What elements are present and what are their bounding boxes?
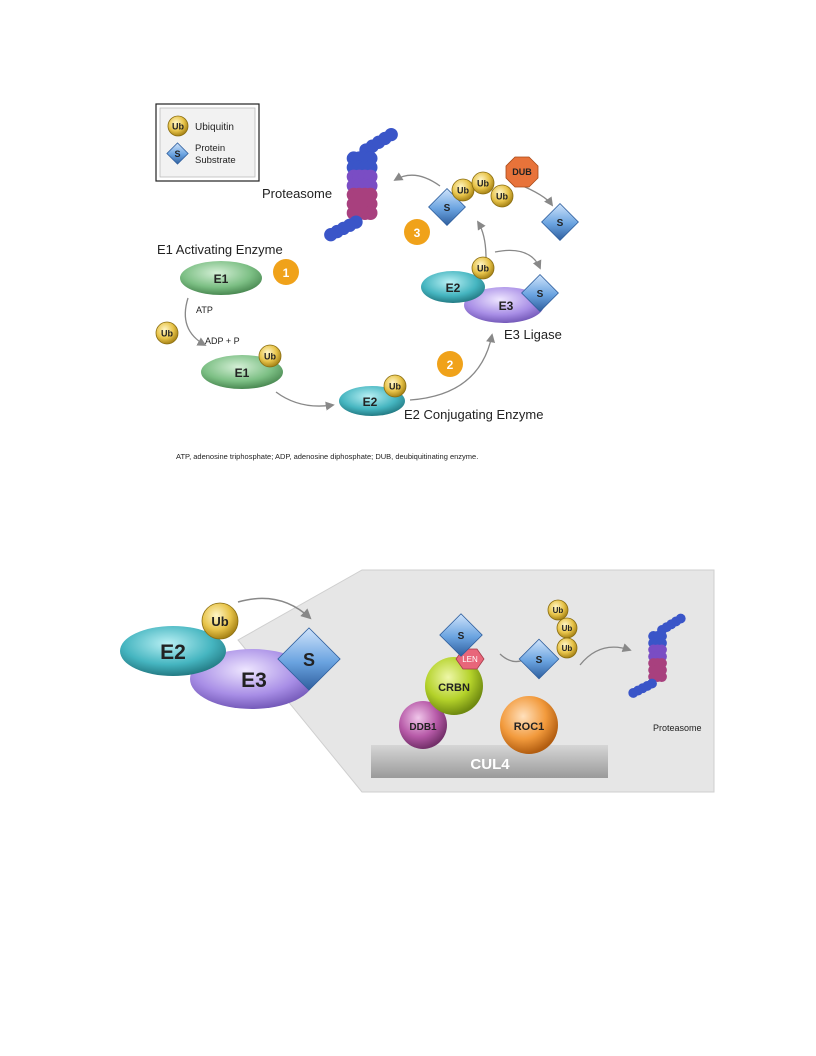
proteasome-subunit (324, 228, 338, 242)
svg-text:E1: E1 (235, 366, 250, 380)
svg-text:1: 1 (283, 266, 290, 280)
proteasome-subunit (384, 127, 398, 142)
step-2-badge: 2 (437, 351, 463, 377)
proteasome-arrow (579, 643, 632, 666)
svg-text:S: S (303, 650, 315, 670)
proteasome-bottom (628, 613, 686, 698)
proteasome-subunit (363, 206, 378, 220)
svg-text:Ub: Ub (477, 179, 489, 189)
roc1-protein: ROC1 (500, 696, 558, 754)
crbn-protein: CRBN (425, 657, 483, 715)
proteasome-bottom-label: Proteasome (653, 723, 702, 733)
svg-text:Ub: Ub (477, 264, 489, 274)
svg-text:DDB1: DDB1 (409, 722, 437, 733)
ubiquitinated-substrate: S Ub Ub Ub (428, 171, 514, 226)
svg-text:Ub: Ub (496, 192, 508, 202)
svg-text:S: S (444, 203, 451, 214)
atp-label: ATP (196, 305, 213, 315)
free-substrate: S (541, 203, 579, 241)
e1-ub-complex: E1 Ub (201, 344, 283, 389)
free-ubiquitin: Ub (155, 321, 179, 345)
svg-text:E3: E3 (499, 299, 514, 313)
svg-text:S: S (174, 149, 180, 159)
svg-text:S: S (536, 655, 543, 666)
footnote: ATP, adenosine triphosphate; ADP, adenos… (176, 452, 478, 461)
svg-text:E1: E1 (214, 272, 229, 286)
svg-text:2: 2 (447, 358, 454, 372)
legend-ubiquitin-icon: Ub (167, 115, 189, 137)
proteasome-subunit (675, 613, 686, 624)
e2-ub-complex: E2 Ub (339, 374, 407, 416)
svg-text:CUL4: CUL4 (470, 756, 510, 773)
e1-activating-enzyme-title: E1 Activating Enzyme (157, 242, 283, 257)
cul4-scaffold: CUL4 (371, 745, 608, 778)
svg-text:Ub: Ub (457, 186, 469, 196)
proteasome-label: Proteasome (262, 186, 332, 201)
ddb1-protein: DDB1 (399, 701, 447, 749)
svg-text:S: S (458, 631, 465, 642)
svg-text:S: S (537, 289, 544, 300)
svg-text:Ub: Ub (211, 614, 228, 629)
svg-text:Ub: Ub (389, 382, 401, 392)
svg-text:Ub: Ub (172, 122, 184, 132)
svg-text:Ub: Ub (562, 644, 573, 653)
legend-substrate-icon: S (166, 142, 189, 165)
svg-text:Ub: Ub (562, 624, 573, 633)
svg-text:E2: E2 (363, 395, 378, 409)
svg-text:CRBN: CRBN (438, 682, 470, 694)
dub-enzyme: DUB (505, 156, 539, 188)
svg-text:E2: E2 (160, 641, 186, 664)
svg-text:Ub: Ub (161, 329, 173, 339)
svg-text:Ub: Ub (264, 352, 276, 362)
e1-enzyme: E1 (180, 261, 262, 295)
legend-substrate-label: Substrate (195, 155, 236, 166)
e2-e3-large: E3 E2 Ub S (120, 602, 341, 709)
proteasome-top (324, 127, 398, 242)
e2-e3-substrate-complex: E3 E2 Ub S (421, 256, 559, 323)
step-1-badge: 1 (273, 259, 299, 285)
legend-protein-label: Protein (195, 143, 225, 154)
svg-text:E2: E2 (446, 281, 461, 295)
adp-label: ADP + P (205, 336, 240, 346)
e3-ligase-title: E3 Ligase (504, 327, 562, 342)
ub-transfer-arrow (237, 597, 312, 620)
svg-text:3: 3 (414, 226, 421, 240)
polyubiquitinated-substrate: S Ub Ub Ub (518, 599, 578, 680)
svg-text:Ub: Ub (553, 606, 564, 615)
legend-ubiquitin-label: Ubiquitin (195, 122, 234, 133)
svg-text:ROC1: ROC1 (514, 721, 545, 733)
e2-conjugating-enzyme-title: E2 Conjugating Enzyme (404, 407, 543, 422)
legend: Ub Ubiquitin S Protein Substrate (155, 103, 260, 182)
svg-text:E3: E3 (241, 669, 267, 692)
proteasome-subunit (628, 687, 639, 698)
substrate-on-crbn: S (439, 613, 483, 657)
svg-text:LEN: LEN (462, 655, 478, 664)
svg-text:S: S (557, 218, 564, 229)
proteasome-subunit (656, 671, 667, 682)
step-3-badge: 3 (404, 219, 430, 245)
svg-text:DUB: DUB (512, 167, 532, 177)
